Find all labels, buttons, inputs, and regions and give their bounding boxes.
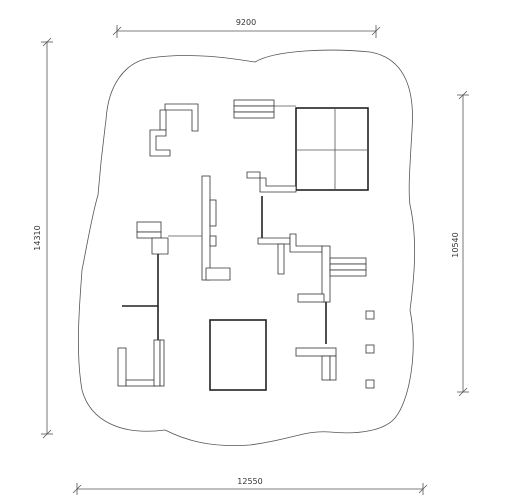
- bench-bottom-left: [117, 339, 165, 387]
- dimension-right: 10540: [451, 90, 469, 397]
- wall-center-upper: [246, 171, 323, 275]
- bench-right-center: [297, 245, 367, 344]
- dimension-top-label: 9200: [236, 18, 256, 27]
- wall-left-column: [201, 175, 231, 281]
- wall-left-block: [122, 221, 202, 340]
- post-2: [365, 344, 375, 354]
- room-bottom-center: [209, 319, 267, 391]
- dimension-left: 14310: [33, 37, 53, 439]
- room-top-right: [295, 107, 369, 191]
- bench-bottom-right: [295, 347, 337, 381]
- site-boundary: [78, 49, 415, 446]
- dimension-top: 9200: [112, 18, 381, 38]
- bench-top: [233, 99, 296, 119]
- dimension-right-label: 10540: [451, 232, 460, 257]
- dimension-left-label: 14310: [33, 225, 42, 250]
- dimension-bottom: 12550: [72, 477, 428, 495]
- post-1: [365, 310, 375, 320]
- wall-top-left: [149, 103, 199, 157]
- post-3: [365, 379, 375, 389]
- dimension-bottom-label: 12550: [237, 477, 262, 486]
